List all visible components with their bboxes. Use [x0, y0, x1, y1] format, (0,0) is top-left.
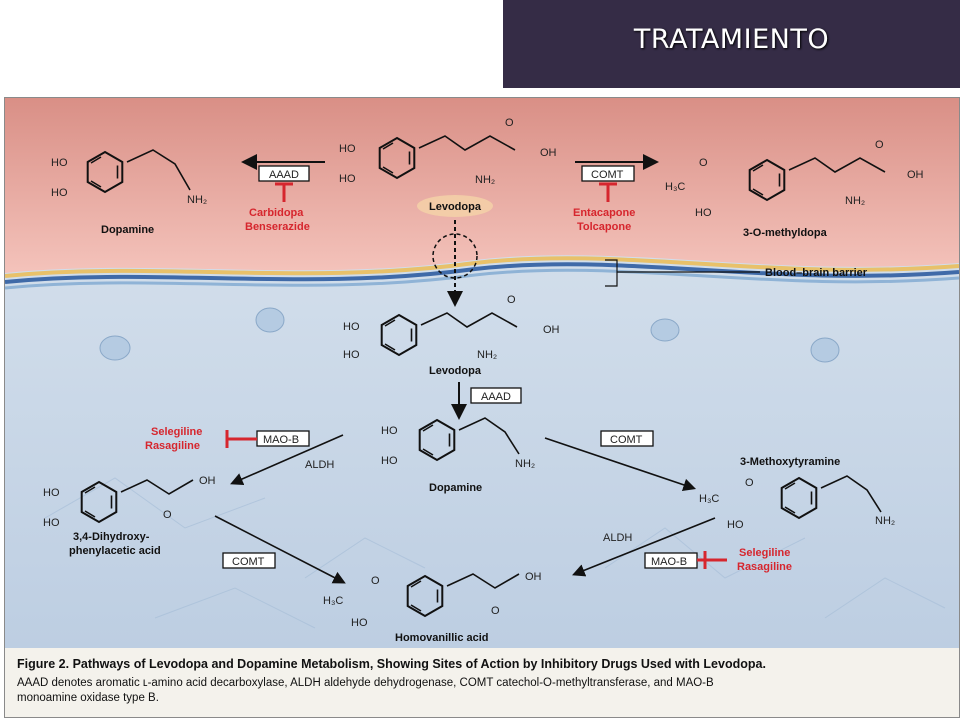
slide-title: TRATAMIENTO [633, 24, 830, 55]
methyldopa-acid-o: O [875, 139, 884, 151]
levodopa-brain-nh2: NH₂ [477, 349, 497, 361]
levodopa-top-o: O [505, 117, 514, 129]
glial-cells [99, 307, 840, 363]
levodopa-top-ho2: HO [339, 173, 356, 185]
levodopa-top-label: Levodopa [429, 201, 482, 213]
hva-o-methoxy: O [371, 575, 380, 587]
methoxytyramine-label: 3-Methoxytyramine [740, 456, 840, 468]
comt-bottom-label: COMT [232, 556, 265, 568]
dopamine-top-ho2: HO [51, 187, 68, 199]
levodopa-top-chain [418, 135, 516, 151]
methoxytyramine-chain [820, 475, 882, 513]
hva-h3c: H₃C [323, 595, 343, 607]
transporter-circle [432, 233, 478, 279]
benserazide-label: Benserazide [245, 221, 310, 233]
aldh-left-arrow [230, 434, 344, 486]
comt-top-box [581, 165, 635, 182]
dopamine-brain-ho1: HO [381, 425, 398, 437]
dopac-o: O [163, 509, 172, 521]
rasagiline-left-label: Rasagiline [145, 440, 200, 452]
levodopa-brain-o: O [507, 294, 516, 306]
maob-right-label: MAO-B [651, 556, 687, 568]
levodopa-top-nh2: NH₂ [475, 174, 495, 186]
dopac-oh: OH [199, 475, 216, 487]
hva-label: Homovanillic acid [395, 632, 489, 644]
hva-acid-o: O [491, 605, 500, 617]
aaad-top-box [258, 165, 310, 182]
dopac-chain [120, 479, 194, 495]
dopamine-brain-label: Dopamine [429, 482, 482, 494]
aldh-right-label: ALDH [603, 532, 632, 544]
dopac-ho2: HO [43, 517, 60, 529]
pathway-figure: HO HO O OH NH₂ Levodopa AAAD Carbidopa B… [4, 97, 960, 718]
comt-right-label: COMT [610, 434, 643, 446]
rasagiline-right-label: Rasagiline [737, 561, 792, 573]
dopamine-top-chain [126, 149, 191, 191]
neuron-network [44, 477, 946, 629]
aaad-top-label: AAAD [269, 169, 299, 181]
selegiline-right-label: Selegiline [739, 547, 790, 559]
methoxytyramine-nh2: NH₂ [875, 515, 895, 527]
hva-oh: OH [525, 571, 542, 583]
levodopa-top-oh: OH [540, 147, 557, 159]
levodopa-brain-ho1: HO [343, 321, 360, 333]
methyldopa-ho: HO [695, 207, 712, 219]
levodopa-brain-ho2: HO [343, 349, 360, 361]
bbb-label: Blood–brain barrier [765, 267, 868, 279]
comt-right-box [600, 430, 654, 447]
levodopa-glow [417, 195, 493, 217]
carbidopa-label: Carbidopa [249, 207, 304, 219]
selegiline-left-label: Selegiline [151, 426, 202, 438]
aldh-left-label: ALDH [305, 459, 334, 471]
dopamine-brain-ho2: HO [381, 455, 398, 467]
methyldopa-o: O [699, 157, 708, 169]
bbb-band-light [5, 268, 959, 290]
methoxytyramine-ho: HO [727, 519, 744, 531]
aaad-brain-box [470, 387, 522, 404]
maob-left-label: MAO-B [263, 434, 299, 446]
dopac-label-1: 3,4-Dihydroxy- [73, 531, 150, 543]
methyldopa-nh2: NH₂ [845, 195, 865, 207]
caption-area [5, 648, 959, 717]
caption-line-2: monoamine oxidase type B. [17, 692, 159, 704]
entacapone-label: Entacapone [573, 207, 635, 219]
bbb-band-blue [5, 262, 959, 284]
levodopa-brain-chain [420, 312, 518, 328]
caption-title: Figure 2. Pathways of Levodopa and Dopam… [17, 657, 766, 671]
pathway-diagram: HO HO O OH NH₂ Levodopa AAAD Carbidopa B… [5, 98, 959, 717]
tolcapone-label: Tolcapone [577, 221, 631, 233]
brain-region [5, 255, 959, 648]
caption-line-1: AAAD denotes aromatic ʟ-amino acid decar… [17, 677, 714, 689]
dopac-label-2: phenylacetic acid [69, 545, 161, 557]
methyldopa-label: 3-O-methyldopa [743, 227, 828, 239]
dopamine-top-label: Dopamine [101, 224, 154, 236]
methoxytyramine-o: O [745, 477, 754, 489]
dopamine-brain-nh2: NH₂ [515, 458, 535, 470]
hva-chain [446, 573, 520, 589]
dopac-ho1: HO [43, 487, 60, 499]
levodopa-brain-label: Levodopa [429, 365, 482, 377]
title-banner: TRATAMIENTO [503, 0, 960, 88]
methoxytyramine-h3c: H₃C [699, 493, 719, 505]
comt-top-label: COMT [591, 169, 624, 181]
methyldopa-oh: OH [907, 169, 924, 181]
methyldopa-h3c: H₃C [665, 181, 685, 193]
dopamine-brain-chain [458, 417, 520, 455]
blood-region [5, 98, 959, 273]
levodopa-brain-oh: OH [543, 324, 560, 336]
comt-bottom-arrow [214, 515, 346, 584]
methyldopa-chain [788, 157, 886, 173]
hva-ho: HO [351, 617, 368, 629]
comt-bottom-box [222, 552, 276, 569]
bbb-bracket [605, 259, 618, 287]
aaad-brain-label: AAAD [481, 391, 511, 403]
dopamine-top-ho1: HO [51, 157, 68, 169]
levodopa-top-ho1: HO [339, 143, 356, 155]
dopamine-top-nh2: NH₂ [187, 194, 207, 206]
aldh-right-arrow [572, 517, 716, 577]
comt-right-arrow [544, 437, 697, 491]
